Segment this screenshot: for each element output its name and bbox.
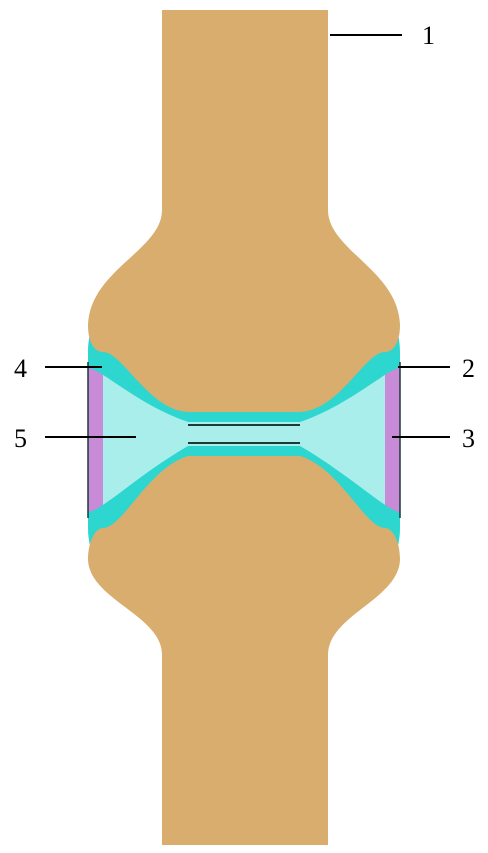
lower-bone xyxy=(88,456,400,845)
label-2: 2 xyxy=(462,354,475,383)
label-3: 3 xyxy=(462,424,475,453)
upper-bone xyxy=(88,10,400,412)
label-1: 1 xyxy=(422,21,435,50)
label-5: 5 xyxy=(14,424,27,453)
label-4: 4 xyxy=(14,354,27,383)
